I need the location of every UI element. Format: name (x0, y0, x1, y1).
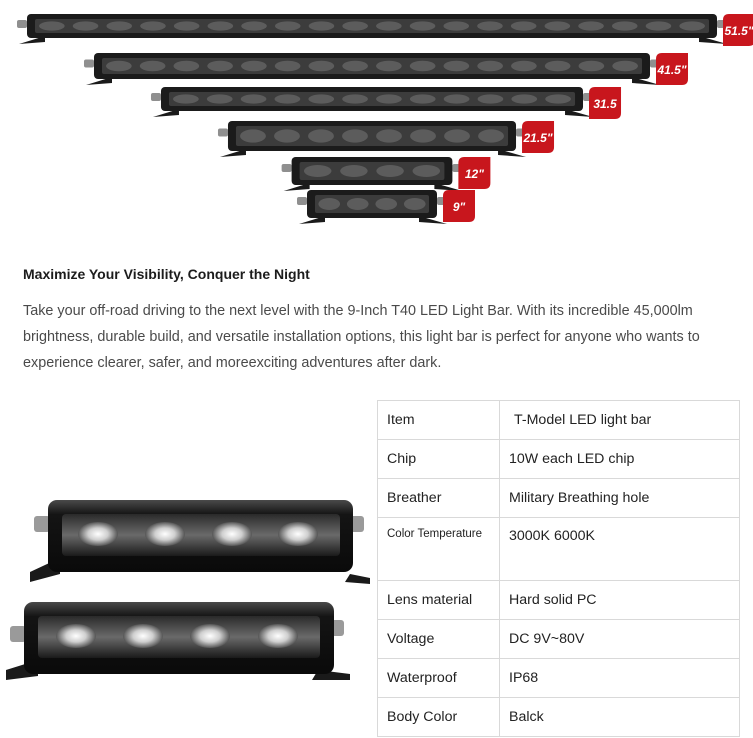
spec-value: 3000K 6000K (499, 517, 740, 581)
size-label: 41.5" (656, 63, 686, 77)
spec-label: Lens material (377, 580, 500, 620)
product-photo-front (30, 500, 370, 584)
size-label: 12" (465, 167, 484, 181)
spec-row-breather: Breather Military Breathing hole (377, 478, 740, 518)
light-bar (83, 53, 661, 85)
specs-table: Item T-Model LED light bar Chip 10W each… (377, 400, 740, 737)
size-badge: 51.5" (723, 14, 753, 46)
spec-value: Military Breathing hole (499, 478, 740, 518)
spec-row-waterproof: Waterproof IP68 (377, 658, 740, 698)
spec-row-item: Item T-Model LED light bar (377, 400, 740, 440)
spec-row-chip: Chip 10W each LED chip (377, 439, 740, 479)
spec-value: DC 9V~80V (499, 619, 740, 659)
spec-row-body-color: Body Color Balck (377, 697, 740, 737)
spec-value: 10W each LED chip (499, 439, 740, 479)
spec-row-color-temperature: Color Temperature 3000K 6000K (377, 517, 740, 581)
spec-label: Waterproof (377, 658, 500, 698)
spec-row-lens-material: Lens material Hard solid PC (377, 580, 740, 620)
spec-row-voltage: Voltage DC 9V~80V (377, 619, 740, 659)
size-badge: 12" (458, 157, 491, 189)
spec-label: Chip (377, 439, 500, 479)
spec-label: Body Color (377, 697, 500, 737)
product-photos (6, 500, 370, 680)
light-bar (217, 121, 527, 157)
size-label: 31.5 (593, 97, 617, 111)
size-badge: 41.5" (656, 53, 689, 85)
light-bar (297, 190, 447, 224)
spec-label: Voltage (377, 619, 500, 659)
light-bar (281, 157, 463, 191)
size-badge: 9" (443, 190, 475, 222)
size-badge: 21.5" (522, 121, 555, 153)
spec-label: Item (377, 400, 500, 440)
spec-value: Balck (499, 697, 740, 737)
light-bar (150, 87, 594, 117)
size-label: 9" (453, 200, 466, 214)
section-heading: Maximize Your Visibility, Conquer the Ni… (23, 266, 310, 282)
light-bar (17, 14, 727, 44)
product-photo-angled (6, 602, 350, 680)
spec-value: IP68 (499, 658, 740, 698)
spec-label: Color Temperature (377, 517, 500, 581)
light-bar-sizes-illustration: 51.5" 41.5" 31.5 21.5" 12" 9" (17, 14, 753, 224)
spec-value: T-Model LED light bar (499, 400, 740, 440)
spec-label: Breather (377, 478, 500, 518)
size-badge: 31.5 (589, 87, 622, 119)
size-label: 51.5" (724, 24, 753, 38)
spec-value: Hard solid PC (499, 580, 740, 620)
size-label: 21.5" (523, 131, 553, 145)
product-description: Take your off-road driving to the next l… (23, 303, 700, 371)
